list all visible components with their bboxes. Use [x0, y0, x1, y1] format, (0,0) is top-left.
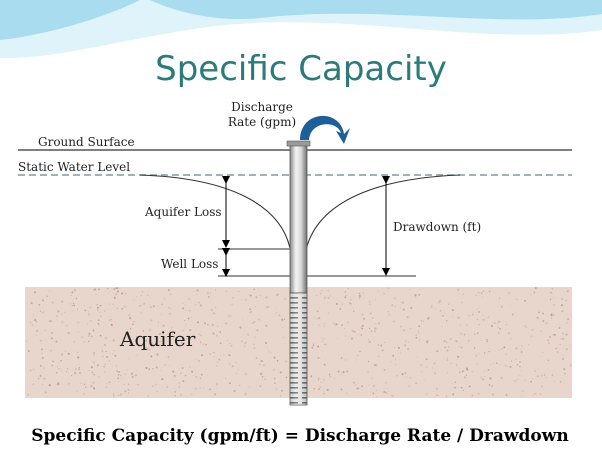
ground-surface-label: Ground Surface — [38, 135, 135, 149]
aquifer-loss-label: Aquifer Loss — [144, 205, 222, 219]
cone-of-depression-left — [139, 174, 291, 249]
aquifer-texture — [25, 286, 572, 398]
well-loss-label: Well Loss — [161, 257, 218, 271]
drawdown-label: Drawdown (ft) — [393, 220, 481, 234]
curved-arrow-icon — [300, 115, 350, 144]
aquifer-label: Aquifer — [119, 327, 196, 351]
static-water-level-label: Static Water Level — [18, 160, 130, 174]
discharge-label-line1: Discharge — [231, 100, 293, 114]
discharge-label-line2: Rate (gpm) — [228, 115, 296, 129]
well-casing — [286, 140, 311, 294]
specific-capacity-formula: Specific Capacity (gpm/ft) = Discharge R… — [31, 426, 569, 446]
page-title: Specific Capacity — [155, 49, 447, 89]
wave-header — [0, 0, 602, 59]
well-screen — [289, 292, 308, 406]
cone-of-depression-right — [305, 174, 461, 251]
